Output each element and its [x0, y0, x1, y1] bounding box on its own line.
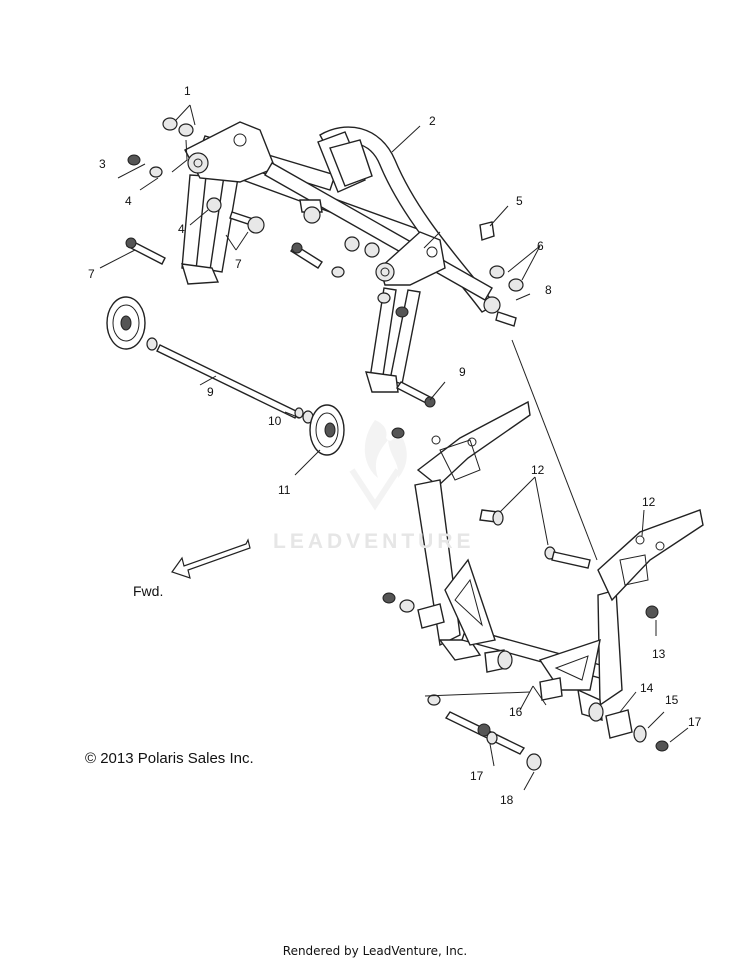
footer-credit: Rendered by LeadVenture, Inc. [282, 944, 468, 958]
upper-a-arm [181, 121, 501, 393]
callout-14: 11 [278, 483, 291, 497]
callout-9b: 14 [640, 681, 654, 695]
callout-1: 2 [429, 114, 436, 128]
lower-hardware [382, 427, 669, 771]
direction-label: Fwd. [133, 583, 164, 599]
callout-4b: 4 [178, 222, 185, 236]
callout-2: 5 [516, 194, 523, 208]
callout-16: 9 [207, 385, 214, 399]
callout-17: 1 [184, 84, 191, 98]
callout-12b: 18 [500, 793, 514, 807]
callout-9: 12 [642, 495, 656, 509]
forward-arrow-icon [171, 538, 251, 579]
callout-13: 17 [470, 769, 484, 783]
lower-frame [414, 400, 704, 722]
callout-15: 10 [268, 414, 282, 428]
callout-7: 7 [88, 267, 95, 281]
callout-3: 8 [545, 283, 552, 297]
callout-5: 7 [235, 257, 242, 271]
callout-12: 15 [665, 693, 679, 707]
callout-11: 16 [509, 705, 523, 719]
watermark-text: LEADVENTURE [273, 530, 475, 553]
leader-lines [99, 104, 689, 791]
callout-10: 13 [652, 647, 666, 661]
idler-wheel-assembly [106, 296, 345, 456]
callout-17b: 6 [537, 239, 544, 253]
callout-4: 4 [125, 194, 132, 208]
callout-6: 3 [99, 157, 106, 171]
copyright-text: © 2013 Polaris Sales Inc. [85, 750, 254, 767]
upper-hardware [125, 117, 524, 408]
callout-7b: 9 [459, 365, 466, 379]
callout-18: 17 [688, 715, 702, 729]
callout-8: 12 [531, 463, 545, 477]
